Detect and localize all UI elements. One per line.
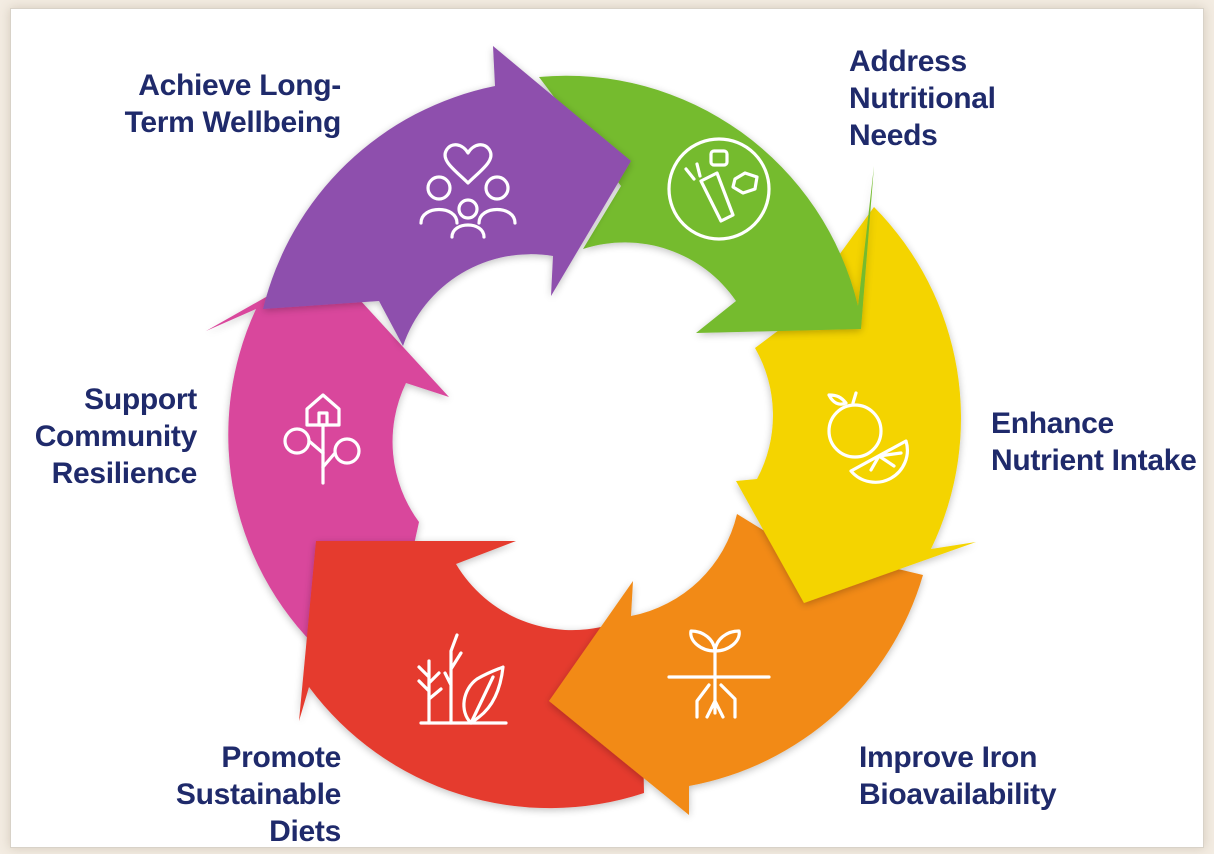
label-support: Support Community Resilience <box>34 383 198 490</box>
label-achieve: Achieve Long- Term Wellbeing <box>124 69 342 139</box>
label-improve: Improve Iron Bioavailability <box>859 741 1057 811</box>
heart-people-icon <box>419 143 517 239</box>
label-enhance: Enhance Nutrient Intake <box>991 407 1197 477</box>
sprout-roots-icon <box>667 629 771 719</box>
community-tree-icon <box>283 393 361 485</box>
cycle-diagram <box>206 46 976 815</box>
arrow-promote <box>299 541 644 809</box>
arrow-address <box>539 75 874 333</box>
label-address: Address Nutritional Needs <box>849 45 996 152</box>
diagram-frame: Achieve Long- Term Wellbeing Address Nut… <box>10 8 1204 848</box>
citrus-fruit-icon <box>827 391 909 484</box>
nutrition-circle-icon <box>667 137 771 241</box>
label-promote: Promote Sustainable Diets <box>175 741 341 848</box>
plants-leaf-icon <box>417 633 508 725</box>
